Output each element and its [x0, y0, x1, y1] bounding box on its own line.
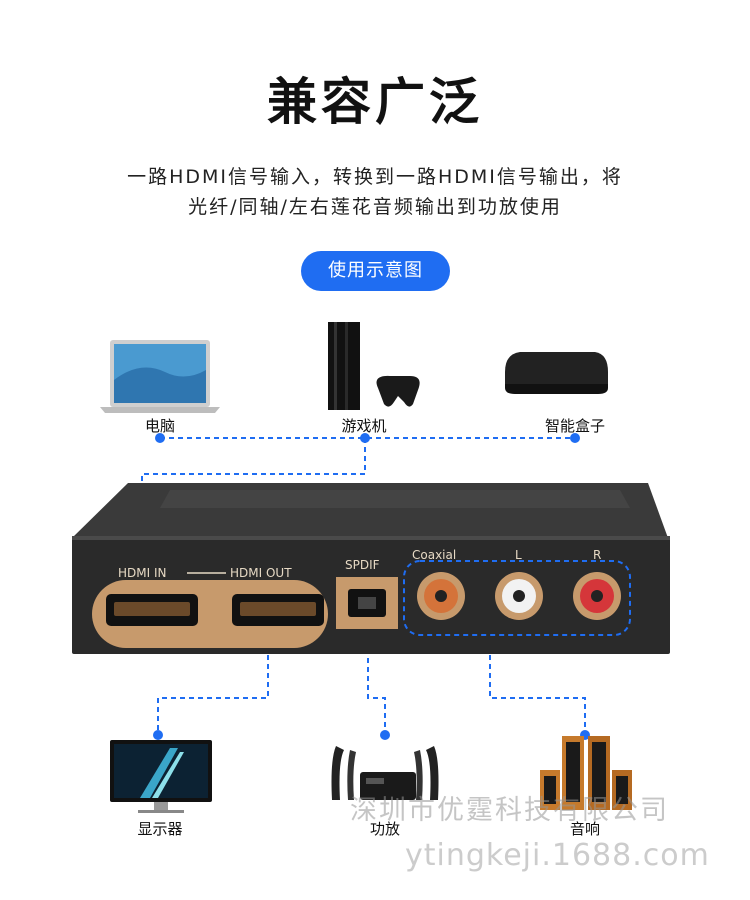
usage-diagram-badge: 使用示意图	[301, 251, 450, 291]
spdif-label: SPDIF	[345, 558, 380, 572]
coaxial-jack	[417, 572, 465, 620]
hdmi-in-label: HDMI IN	[118, 566, 167, 580]
hdmi-out-label: HDMI OUT	[230, 566, 292, 580]
left-audio-jack	[495, 572, 543, 620]
spdif-to-amplifier-line	[367, 640, 386, 735]
watermark-site: ytingkeji.1688.com	[405, 838, 710, 873]
right-channel-label: R	[593, 548, 601, 562]
speaker-icon	[540, 736, 632, 810]
monitor-icon	[110, 740, 212, 813]
amplifier-icon	[331, 746, 439, 800]
hdmi-audio-extractor-device: HDMI IN HDMI OUT SPDIF Coaxial L R	[72, 483, 670, 654]
output-label-monitor: 显示器	[137, 820, 183, 838]
game-console-icon	[328, 322, 420, 410]
audio-to-speaker-line	[489, 637, 586, 735]
coaxial-label: Coaxial	[412, 548, 456, 562]
right-audio-jack	[573, 572, 621, 620]
tv-box-icon	[505, 352, 608, 394]
watermark-company: 深圳市优霆科技有限公司	[350, 795, 669, 826]
description-line-1: 一路HDMI信号输入，转换到一路HDMI信号输出，将	[127, 166, 623, 188]
page-title: 兼容广泛	[267, 73, 483, 131]
output-label-speaker: 音响	[569, 820, 600, 838]
left-channel-label: L	[515, 548, 522, 562]
audio-ports-outline	[403, 560, 631, 636]
source-label-computer: 电脑	[144, 417, 175, 435]
description-line-2: 光纤/同轴/左右莲花音频输出到功放使用	[188, 196, 562, 218]
output-label-amplifier: 功放	[369, 820, 400, 838]
laptop-icon	[100, 340, 220, 413]
source-label-smart-box: 智能盒子	[544, 417, 605, 435]
hdmi-out-to-monitor-line	[157, 637, 269, 735]
source-label-game-console: 游戏机	[341, 417, 387, 435]
